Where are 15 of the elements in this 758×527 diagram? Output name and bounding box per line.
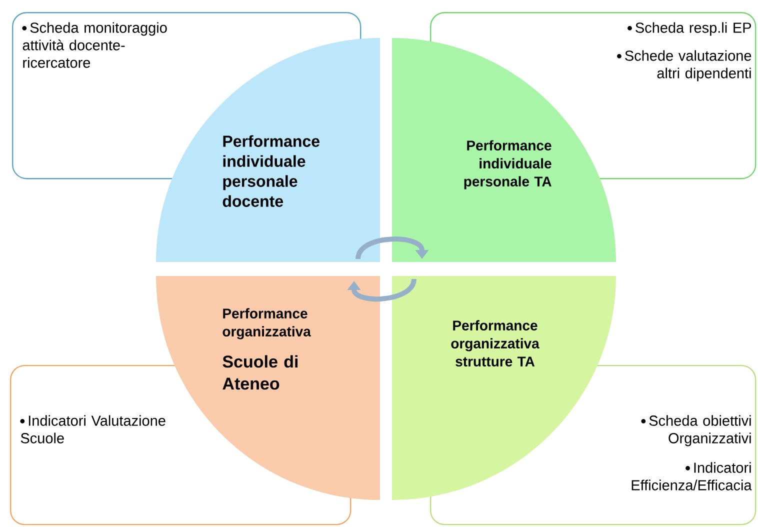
bullet-text: Indicatori Valutazione Scuole — [20, 415, 166, 444]
bullet-text: Schede valutazione altri dipendenti — [617, 50, 752, 82]
bullet-text: Indicatori Efficienza/Efficacia — [632, 462, 752, 490]
quadrant-shape — [392, 276, 616, 500]
quadrant-label: Scuole di Ateneo — [222, 355, 298, 390]
quadrant-label: Performance individuale personale TA — [464, 140, 552, 190]
bullet-text: Scheda obiettivi Organizzativi — [641, 415, 751, 446]
bullet-text: Scheda resp.li EP — [628, 22, 751, 36]
quadrant-label: Performance individuale personale docente — [222, 135, 320, 207]
quadrant-label: Performance organizzativa — [222, 308, 311, 340]
bullet-text: Scheda monitoraggio attività docente-ricercatore — [22, 22, 167, 68]
cycle-arrow — [356, 236, 429, 260]
quadrant-shape — [156, 38, 380, 262]
quadrant-shape — [392, 38, 616, 262]
quadrant-label: Performance organizzativa strutture TA — [451, 320, 540, 366]
